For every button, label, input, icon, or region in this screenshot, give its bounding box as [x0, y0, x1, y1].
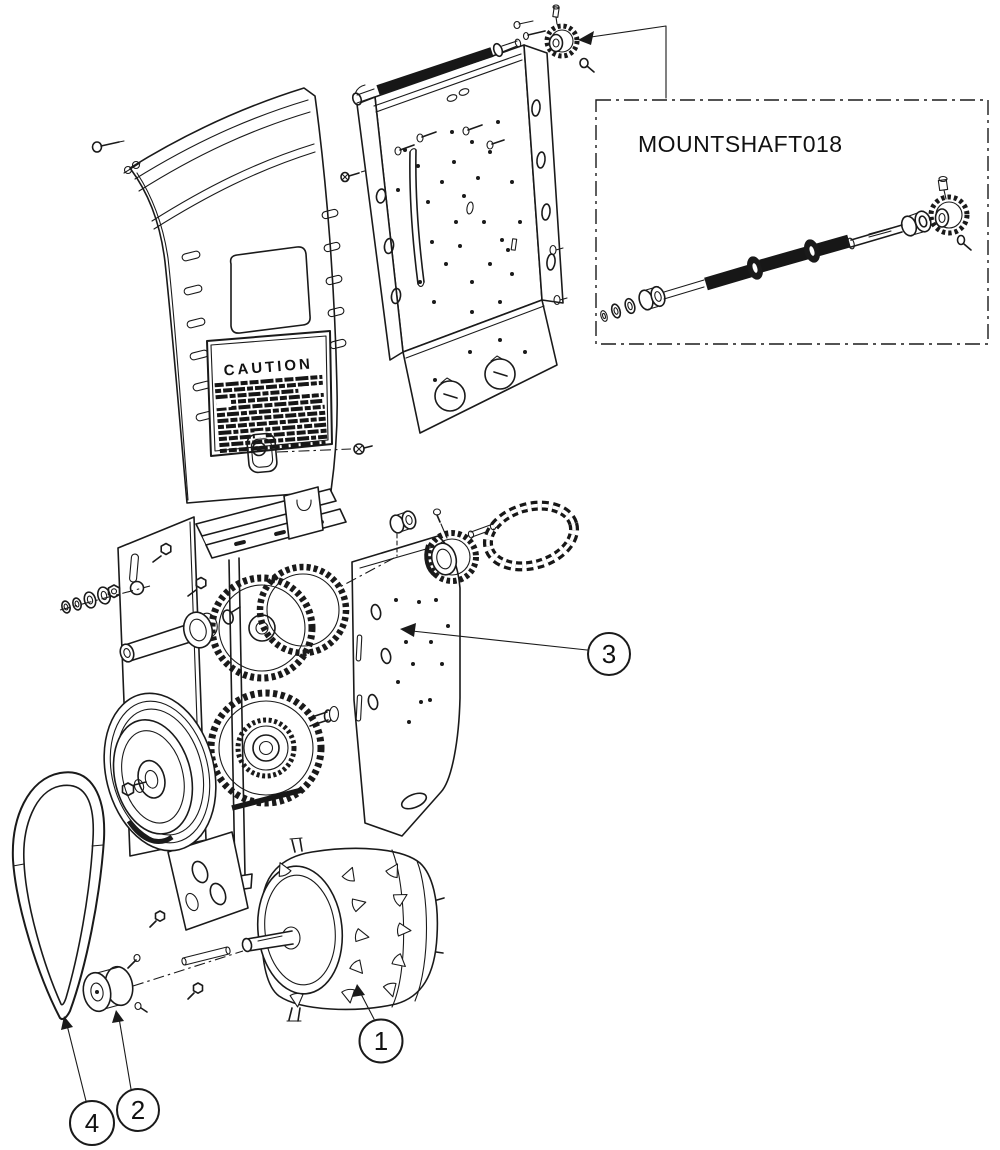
- shaft-key: [181, 946, 231, 966]
- callout-4-circle: [69, 1100, 115, 1146]
- callout-4-leader: [66, 1024, 87, 1102]
- callout-3-number: 3: [602, 639, 616, 669]
- caution-label: CAUTION: [206, 330, 333, 457]
- cover-screw-bottom: [353, 443, 373, 455]
- chassis-panel: [351, 38, 568, 434]
- knockout-holes: [434, 355, 516, 412]
- callout-1-circle: [358, 1018, 404, 1064]
- cover-window: [229, 246, 311, 334]
- callout-1-number: 1: [374, 1026, 388, 1056]
- roller-chain: [482, 500, 580, 572]
- callout-2-leader: [118, 1017, 132, 1090]
- cover-screw-left: [91, 140, 125, 153]
- callout-4: 4: [61, 1016, 115, 1146]
- gearbox-assembly: [59, 486, 580, 1000]
- flange-slots: [531, 99, 568, 306]
- callout-3-leader: [411, 630, 588, 651]
- inset-border: [595, 99, 989, 345]
- mounting-strap: [167, 831, 249, 931]
- mount-shaft-assembly: [600, 175, 972, 322]
- callout-3: 3: [400, 623, 631, 676]
- panel-studs: [394, 124, 505, 156]
- frame-rails: [195, 486, 347, 559]
- front-cover-panel: CAUTION: [91, 87, 398, 504]
- callout-3-circle: [587, 632, 631, 676]
- caution-label-title: CAUTION: [223, 355, 313, 379]
- mounting-nuts: [149, 910, 204, 1000]
- callout-1: 1: [352, 984, 404, 1064]
- rear-bracket: [351, 535, 461, 837]
- vent-triangles: [278, 862, 412, 1008]
- chain-sprocket-set: [337, 500, 580, 589]
- vent-slots-left: [181, 250, 215, 422]
- motor-shaft: [241, 930, 294, 953]
- v-belt: [11, 771, 106, 1021]
- drive-pulley: [103, 692, 217, 852]
- hole-pattern: [396, 120, 527, 382]
- top-shaft: [351, 38, 523, 113]
- inset-leader-line: [578, 25, 667, 99]
- hinge-pins: [123, 160, 141, 175]
- output-shaft: [119, 606, 241, 663]
- callout-2: 2: [112, 1010, 160, 1132]
- chain-sprocket: [424, 530, 479, 584]
- cover-latch-tab: [246, 432, 278, 474]
- mountshaft-inset-box: MOUNTSHAFT018: [595, 99, 989, 345]
- callout-2-number: 2: [131, 1095, 145, 1125]
- inset-label: MOUNTSHAFT018: [638, 131, 843, 157]
- callout-2-circle: [116, 1088, 160, 1132]
- motor-studs: [286, 837, 445, 1022]
- washer-stack: [59, 584, 151, 614]
- gear-cluster: [207, 563, 350, 811]
- callout-4-number: 4: [85, 1108, 99, 1138]
- top-sprocket-assembly: [513, 4, 595, 73]
- callout-1-leader: [359, 991, 375, 1020]
- motor: [132, 837, 445, 1022]
- motor-pulley: [82, 953, 148, 1013]
- bushing: [337, 510, 417, 589]
